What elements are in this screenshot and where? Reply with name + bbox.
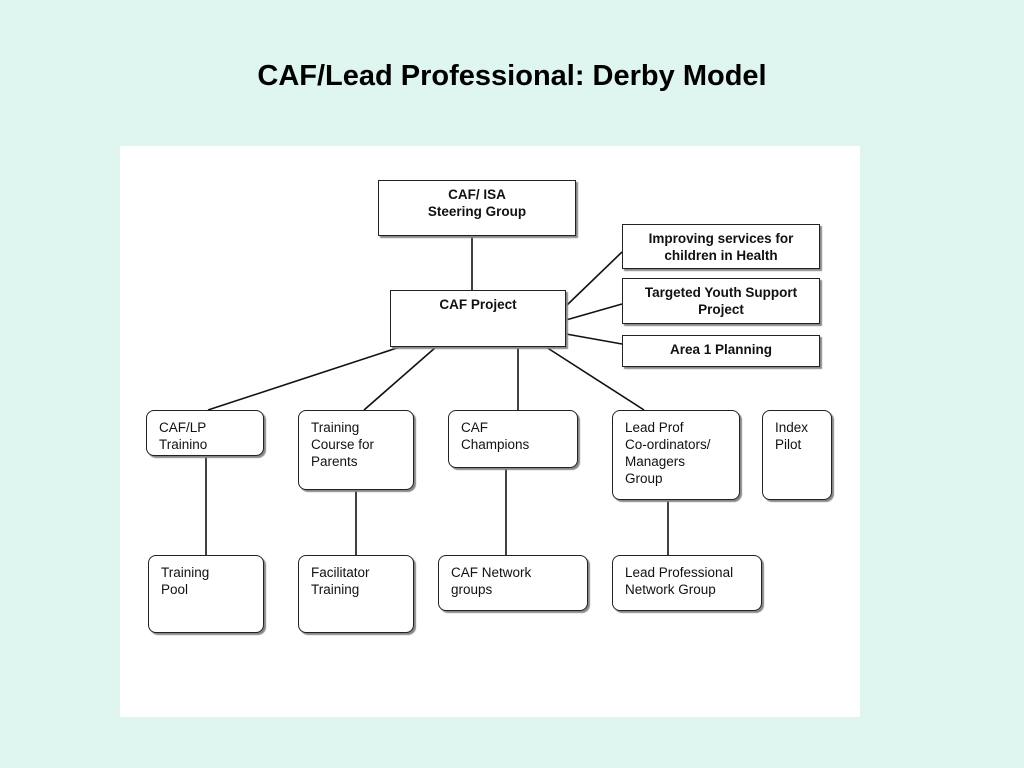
node-improving-services-health: Improving services for children in Healt… [622, 224, 820, 269]
connector-caf-project-to-training-course [363, 346, 437, 411]
node-lead-professional-network-group: Lead Professional Network Group [612, 555, 762, 611]
connector-caf-project-to-targeted [565, 303, 623, 321]
node-targeted-youth-support: Targeted Youth Support Project [622, 278, 820, 324]
node-caf-lp-training: CAF/LP Trainino [146, 410, 264, 456]
node-facilitator-training: Facilitator Training [298, 555, 414, 633]
connector-lines [205, 236, 669, 555]
node-caf-project: CAF Project [390, 290, 566, 347]
node-training-course-for-parents: Training Course for Parents [298, 410, 414, 490]
connector-caf-project-to-lead-prof [545, 346, 645, 411]
node-caf-network-groups: CAF Network groups [438, 555, 588, 611]
node-index-pilot: Index Pilot [762, 410, 832, 500]
connector-caf-project-to-area1 [565, 333, 623, 345]
slide-title: CAF/Lead Professional: Derby Model [257, 60, 767, 92]
node-training-pool: Training Pool [148, 555, 264, 633]
node-area-1-planning: Area 1 Planning [622, 335, 820, 367]
node-caf-isa-steering-group: CAF/ ISA Steering Group [378, 180, 576, 236]
node-lead-prof-coordinators: Lead Prof Co-ordinators/ Managers Group [612, 410, 740, 500]
connector-caf-project-to-improving [565, 251, 623, 307]
connector-caf-project-to-caf-lp-training [207, 346, 401, 411]
org-chart-diagram: CAF/ ISA Steering Group CAF Project Impr… [120, 146, 860, 717]
node-caf-champions: CAF Champions [448, 410, 578, 468]
